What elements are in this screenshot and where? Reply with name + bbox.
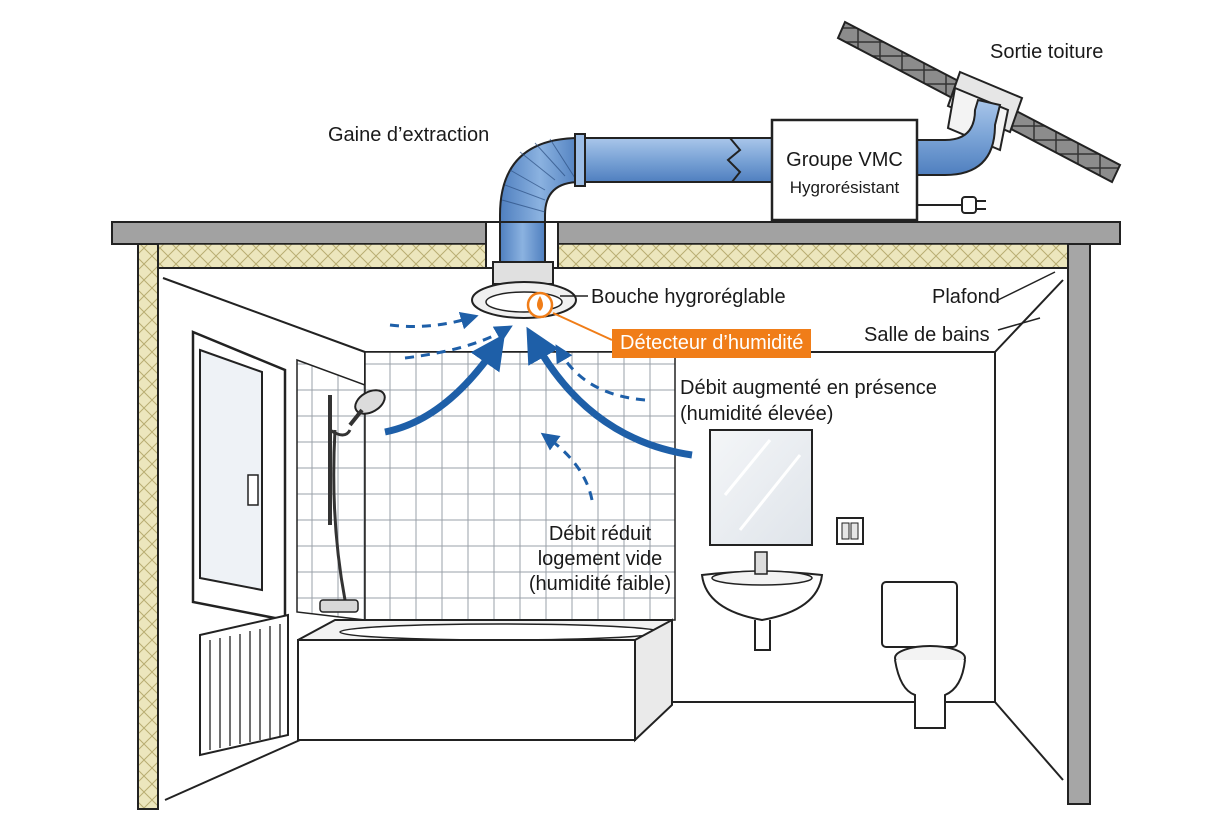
airflow-low: [389, 311, 646, 501]
ceiling-label: Plafond: [932, 286, 1000, 308]
sink: [700, 551, 824, 651]
vmc-unit: [770, 118, 965, 222]
high-flow-label-line2: (humidité élevée): [680, 403, 834, 425]
leader-lines: [560, 271, 1056, 331]
low-flow-label-line1: Débit réduit: [548, 523, 652, 545]
window: [191, 330, 287, 622]
duct-to-roof: [914, 98, 1002, 176]
low-flow-label-line3: (humidité faible): [528, 573, 672, 595]
mirror: [709, 429, 813, 546]
bathtub: [297, 618, 673, 743]
duct-label: Gaine d’extraction: [328, 124, 490, 146]
airflow-high: [384, 326, 693, 459]
room-label: Salle de bains: [864, 324, 990, 346]
hygro-vent-grille: [471, 261, 577, 319]
vmc-unit-label-line2: Hygrorésistant: [789, 178, 900, 197]
power-plug-icon: [961, 196, 986, 214]
vent-label: Bouche hygroréglable: [591, 286, 786, 308]
shower: [319, 395, 359, 613]
shower-head-icon: [348, 389, 386, 427]
high-flow-label-line1: Débit augmenté en présence: [680, 377, 937, 399]
ceiling-slab: [111, 221, 1121, 269]
vmc-unit-label-line1: Groupe VMC: [786, 149, 903, 171]
roof-outlet-label: Sortie toiture: [990, 41, 1104, 63]
light-switch-icon: [836, 517, 864, 545]
radiator: [199, 613, 289, 757]
low-flow-label-line2: logement vide: [537, 548, 663, 570]
water-drop-icon: [526, 291, 554, 319]
humidity-detector-badge: Détecteur d’humidité: [612, 329, 812, 358]
toilet: [881, 581, 966, 729]
